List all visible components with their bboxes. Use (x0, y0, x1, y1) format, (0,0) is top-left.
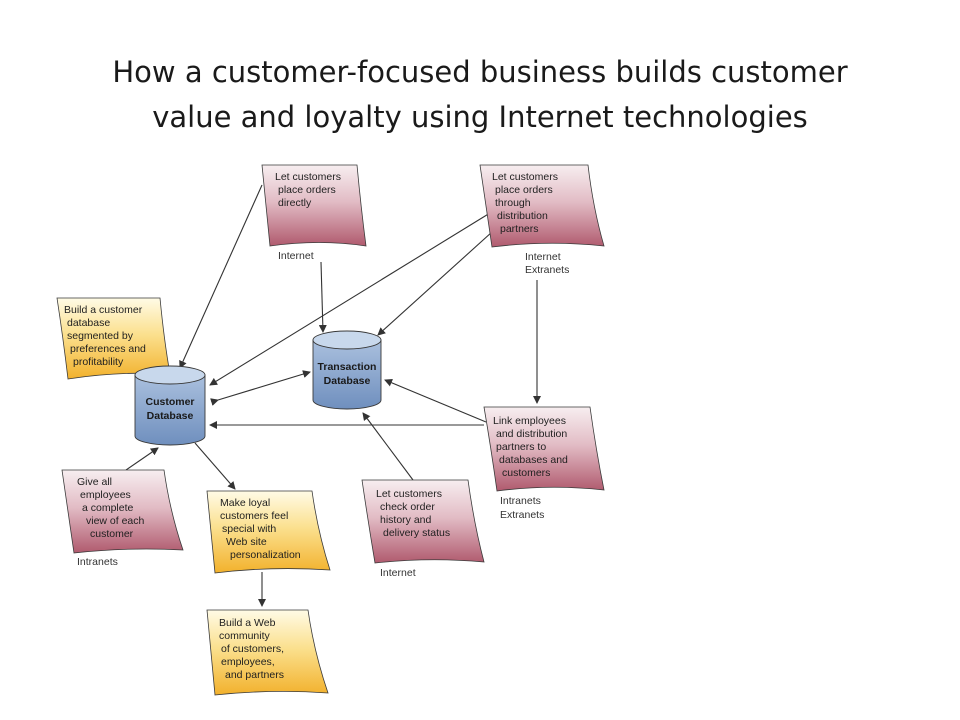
note-make-loyal-customers: Make loyal customers feel special with W… (206, 490, 331, 574)
svg-text:Link employees and distr: Link employees and distribution partners… (493, 415, 571, 479)
note-orders-distribution-partners: Let customers place orders through distr… (479, 164, 605, 276)
note-place-orders-directly: Let customers place orders directly Inte… (261, 164, 367, 262)
title-line-2: value and loyalty using Internet technol… (152, 100, 808, 134)
note-text-line: customer (90, 528, 134, 540)
note-text-line: partners (500, 223, 539, 235)
arrow-orders-direct-to-transaction-db (318, 261, 327, 333)
arrow-distribution-to-transaction-db (377, 231, 493, 336)
customer-database-cylinder: Customer Database (134, 365, 206, 446)
svg-text:Let customers place orde: Let customers place orders through distr… (492, 171, 561, 235)
note-text-line: community (219, 630, 271, 642)
note-text-line: directly (278, 197, 312, 209)
note-channel-label: Internet (525, 251, 561, 263)
note-text-line: employees (80, 489, 131, 501)
svg-text:Give all employees: Give all employees a complete view of ea… (77, 476, 147, 540)
note-text-line: Build a Web (219, 617, 276, 629)
title-line-1: How a customer-focused business builds c… (112, 55, 848, 89)
arrow-customer-db-to-make-loyal (194, 442, 236, 490)
connector-arrows (125, 184, 541, 607)
customer-database-label-2: Database (147, 410, 194, 422)
customer-database-label-1: Customer (145, 396, 194, 408)
note-channel-label: Internet (278, 250, 314, 262)
note-build-customer-database: Build a customer database segmented by p… (56, 297, 171, 380)
note-text-line: Let customers (275, 171, 341, 183)
arrow-check-order-to-transaction-db (362, 412, 414, 481)
svg-text:Build a Web community: Build a Web community of customers, empl… (219, 617, 287, 681)
note-text-line: employees, (221, 656, 275, 668)
svg-text:Build a customer databas: Build a customer database segmented by p… (64, 304, 149, 368)
note-text-line: segmented by (67, 330, 134, 342)
note-text-line: place orders (278, 184, 336, 196)
note-text-line: Let customers (376, 488, 442, 500)
transaction-database-label-1: Transaction (318, 361, 377, 373)
note-text-line: of customers, (221, 643, 284, 655)
note-text-line: Link employees (493, 415, 566, 427)
note-channel-label: Intranets (77, 556, 118, 568)
arrow-distribution-to-customer-db (209, 212, 491, 386)
note-text-line: databases and (499, 454, 568, 466)
note-give-employees-view: Give all employees a complete view of ea… (61, 469, 184, 568)
svg-text:Make loyal customers fee: Make loyal customers feel special with W… (220, 497, 301, 561)
note-channel-label: Internet (380, 567, 416, 579)
svg-text:Let customers place orde: Let customers place orders directly (275, 171, 344, 209)
arrow-give-employees-to-customer-db (125, 447, 159, 471)
transaction-database-cylinder: Transaction Database (312, 330, 382, 410)
note-text-line: check order (380, 501, 435, 513)
note-text-line: database (67, 317, 110, 329)
note-text-line: preferences and (70, 343, 146, 355)
note-channel-label: Extranets (500, 509, 544, 521)
note-text-line: and distribution (496, 428, 567, 440)
arrow-link-to-transaction-db (384, 378, 487, 423)
note-text-line: profitability (73, 356, 124, 368)
note-text-line: distribution (497, 210, 548, 222)
note-text-line: Build a customer (64, 304, 143, 316)
slide-title: How a customer-focused business builds c… (0, 50, 960, 140)
note-text-line: personalization (230, 549, 301, 561)
note-text-line: Give all (77, 476, 112, 488)
svg-text:Let customers check orde: Let customers check order history and de… (376, 488, 450, 539)
note-text-line: a complete (82, 502, 134, 514)
arrow-databases-bidirectional (210, 370, 311, 406)
note-channel-label: Extranets (525, 264, 569, 276)
note-text-line: Web site (226, 536, 267, 548)
transaction-database-label-2: Database (324, 375, 371, 387)
note-text-line: through (495, 197, 531, 209)
note-channel-label: Intranets (500, 495, 541, 507)
note-text-line: partners to (496, 441, 546, 453)
note-text-line: Let customers (492, 171, 558, 183)
note-text-line: customers (502, 467, 550, 479)
note-text-line: history and (380, 514, 432, 526)
note-text-line: place orders (495, 184, 553, 196)
note-text-line: special with (222, 523, 276, 535)
note-check-order-history: Let customers check order history and de… (361, 479, 485, 579)
note-text-line: Make loyal (220, 497, 270, 509)
arrow-orders-direct-to-customer-db (179, 184, 263, 369)
note-text-line: and partners (225, 669, 284, 681)
note-build-web-community: Build a Web community of customers, empl… (206, 609, 329, 696)
note-text-line: view of each (86, 515, 145, 527)
note-link-employees: Link employees and distribution partners… (483, 406, 605, 521)
note-text-line: customers feel (220, 510, 288, 522)
note-text-line: delivery status (383, 527, 450, 539)
